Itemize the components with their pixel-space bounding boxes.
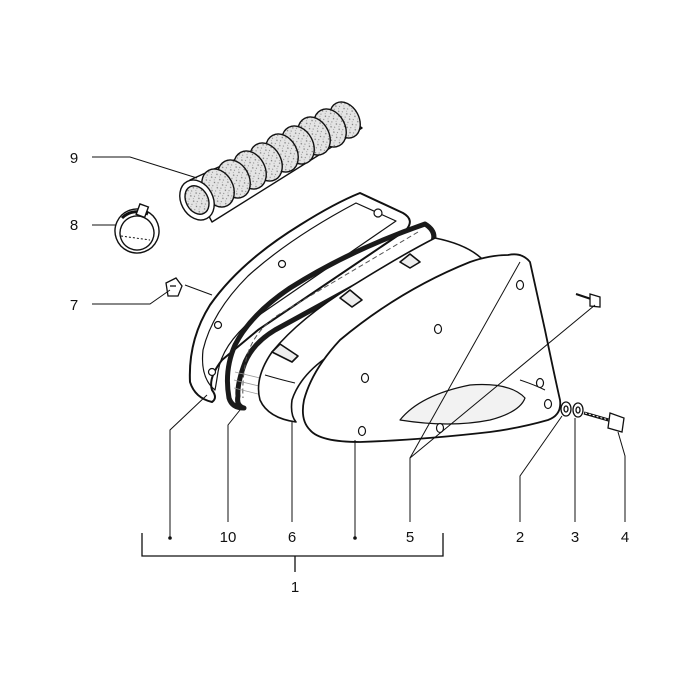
leader-line-base xyxy=(169,394,208,538)
hose-clamp xyxy=(114,203,160,254)
bullet-cover xyxy=(353,536,357,540)
washer xyxy=(560,401,572,417)
leader-line-9 xyxy=(92,156,198,179)
assembly-bracket xyxy=(141,533,444,572)
intake-hose xyxy=(179,101,363,223)
callout-10: 10 xyxy=(220,529,237,546)
callout-8: 8 xyxy=(70,217,78,234)
leader-line-7-housing xyxy=(184,284,213,296)
callout-6: 6 xyxy=(288,529,296,546)
clip xyxy=(165,277,183,297)
leader-line-2 xyxy=(519,415,563,522)
leader-line-4 xyxy=(617,431,626,522)
leader-line-7 xyxy=(92,289,171,305)
callout-9: 9 xyxy=(70,150,78,167)
leader-line-5-lower xyxy=(409,261,521,459)
callout-2: 2 xyxy=(516,529,524,546)
callout-5: 5 xyxy=(406,529,414,546)
spring-washer xyxy=(572,402,584,418)
leader-line-10 xyxy=(227,409,241,522)
gasket xyxy=(225,221,437,411)
callout-3: 3 xyxy=(571,529,579,546)
filter-cover xyxy=(301,253,562,443)
bullet-base xyxy=(168,536,172,540)
callout-7: 7 xyxy=(70,297,78,314)
upper-screw xyxy=(575,293,601,308)
callout-1: 1 xyxy=(291,579,299,596)
lower-screw xyxy=(583,411,625,433)
callout-4: 4 xyxy=(621,529,629,546)
leader-lines xyxy=(92,156,626,538)
air-box-base xyxy=(188,192,411,403)
